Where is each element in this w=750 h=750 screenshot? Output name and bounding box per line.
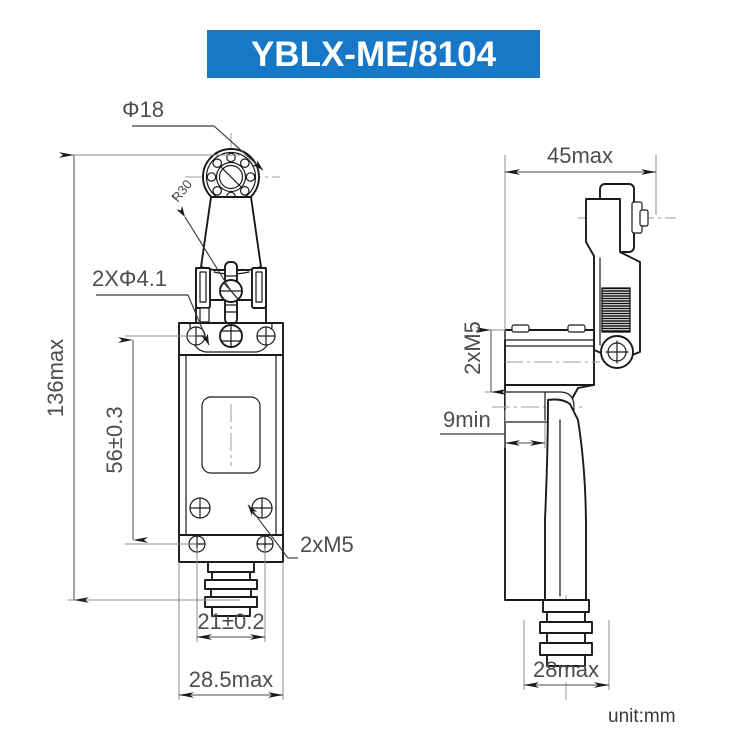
side-body (492, 384, 595, 601)
unit-note: unit:mm (608, 706, 676, 727)
front-view-dimensions: 136max 56±0.3 21±0.2 28.5max (43, 152, 284, 700)
side-gland-ring-3 (546, 632, 586, 644)
head-left-slot (199, 271, 207, 303)
side-head-block (504, 324, 600, 386)
gland-ring-2 (204, 579, 258, 590)
side-gland-collar (542, 599, 590, 613)
roller-assembly (185, 133, 280, 222)
body-screw-top-right (256, 326, 276, 346)
side-gland-tip (546, 654, 586, 667)
callout-r30-label: R30 (169, 177, 196, 205)
dim-136max-label: 136max (43, 339, 68, 417)
side-lever-arm (585, 198, 641, 369)
head-left-foot (199, 307, 210, 323)
product-title-banner: YBLX-ME/8104 (207, 30, 540, 78)
callout-holes-leader (187, 294, 210, 346)
dim-21tol-label: 21±0.2 (197, 609, 264, 634)
side-gland-ring-4 (539, 642, 593, 656)
lever-arm-body (200, 196, 262, 271)
side-view-dimensions: 45max 2xM5 9min 28max (440, 143, 657, 690)
body-label-window (201, 396, 261, 474)
dim-45max-label: 45max (547, 143, 613, 168)
gland-ring-1 (211, 571, 251, 581)
callout-m5-front-label: 2xM5 (300, 532, 354, 557)
switch-head (195, 261, 267, 325)
switch-body (178, 322, 284, 617)
callout-holes-label: 2XΦ4.1 (92, 266, 167, 291)
gland-tip (211, 606, 251, 617)
callout-phi18-label: Φ18 (122, 97, 164, 122)
dim-285max-label: 28.5max (189, 667, 273, 692)
callout-phi18-leader (213, 125, 264, 171)
dim-28max-label: 28max (533, 657, 599, 682)
product-title-text: YBLX-ME/8104 (250, 34, 497, 74)
callout-m5-side-label: 2xM5 (460, 321, 485, 375)
roller-bore (218, 164, 244, 190)
side-head-screw-right (567, 324, 586, 333)
dim-56tol-label: 56±0.3 (102, 406, 127, 473)
side-view-geometry (492, 183, 676, 700)
side-roller-pin-right (639, 209, 649, 227)
side-head-screw-left (511, 324, 530, 333)
head-center-screw (219, 324, 243, 348)
side-lever-knurl (601, 287, 631, 333)
dim-9min-label: 9min (443, 407, 491, 432)
gland-ring-3 (210, 588, 252, 598)
callout-m5-front-leader (247, 504, 289, 559)
side-cable-gland (539, 595, 593, 700)
front-view-geometry (178, 133, 284, 617)
side-gland-ring-1 (546, 611, 586, 623)
callout-r30-tick (171, 194, 177, 200)
roller-inner-ring (215, 161, 247, 193)
side-head-outline (504, 329, 595, 386)
side-gland-ring-2 (539, 621, 593, 634)
callout-r30-leader (176, 205, 232, 292)
head-right-slot (255, 271, 263, 303)
lever-arm (200, 196, 262, 275)
side-cable-body (544, 398, 587, 601)
cable-gland (204, 561, 258, 617)
gland-collar (207, 561, 255, 573)
gland-ring-4 (204, 596, 258, 608)
roller-hatch-line (220, 166, 243, 189)
body-screw-bottom-left (189, 497, 211, 519)
side-lever-pivot (600, 335, 634, 369)
